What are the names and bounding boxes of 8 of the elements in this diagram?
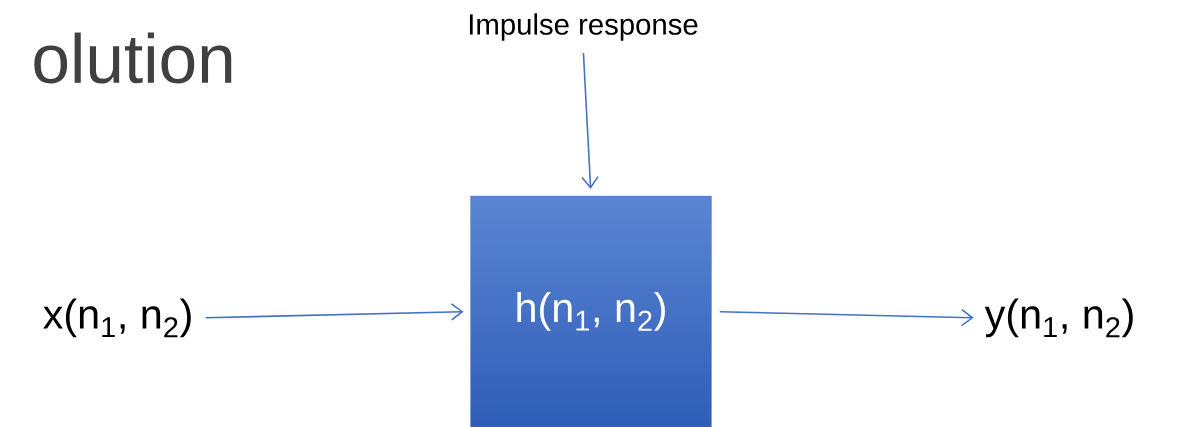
signal-label: x(n$_{1}$, n$_{2}$) xyxy=(43,298,191,338)
slide-title: olution xyxy=(34,32,232,84)
bare-label: Impulse response xyxy=(469,13,698,41)
arrow xyxy=(581,52,599,190)
arrow xyxy=(718,308,974,327)
signal-label: y(n$_{1}$, n$_{2}$) xyxy=(984,298,1133,338)
system-box: h(n$_{1}$, n$_{2}$) xyxy=(470,195,712,427)
arrow xyxy=(204,303,464,321)
